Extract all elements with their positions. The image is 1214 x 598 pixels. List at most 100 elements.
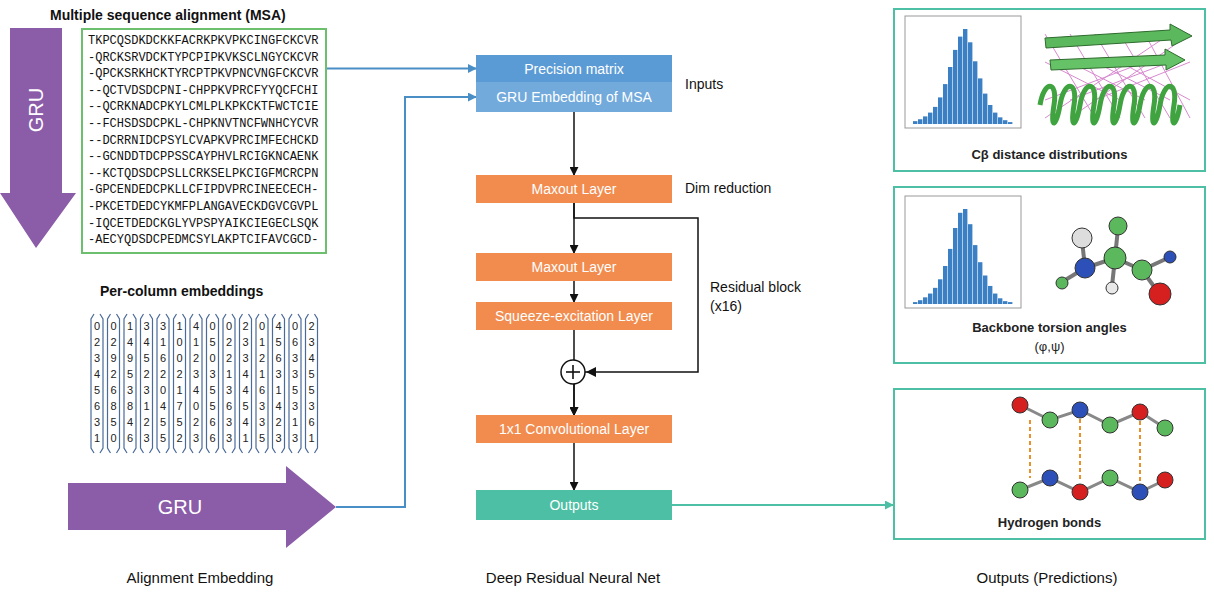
histogram-bar xyxy=(913,121,917,124)
bracket xyxy=(216,314,219,453)
output-box: Outputs xyxy=(476,490,672,520)
connector xyxy=(573,112,575,175)
histogram-bar xyxy=(983,276,987,305)
histogram-bar xyxy=(958,213,962,304)
bracket xyxy=(289,314,292,453)
node-label: GRU xyxy=(25,88,48,132)
bracket xyxy=(249,314,252,453)
histogram-bar xyxy=(973,61,977,124)
annotation: Residual block (x16) xyxy=(710,278,814,316)
section-caption: Outputs (Predictions) xyxy=(977,569,1118,586)
histogram-bar xyxy=(953,228,957,304)
arrow-body xyxy=(0,28,76,248)
arrow-shape xyxy=(0,28,76,248)
gru-arrow: GRU xyxy=(68,466,336,548)
msa-box: TKPCQSDKDCKKFACRKPKVPKCINGFCKCVR-QRCKSRV… xyxy=(81,28,327,254)
bracket xyxy=(240,314,243,453)
embedding-column: 0 1 2 1 6 3 3 5 xyxy=(257,318,267,446)
node-label: GRU xyxy=(158,496,202,519)
connector xyxy=(336,97,476,507)
embedding-column: 0 5 0 3 5 5 6 6 xyxy=(208,318,218,446)
sequence-row: -QRCKSRVDCKTYPCPIPKVKSCLNGYCKCVR xyxy=(88,50,320,67)
bracket xyxy=(108,314,111,453)
backbone-molecule xyxy=(1056,217,1176,305)
annotation: Dim reduction xyxy=(685,180,771,196)
section-caption: Deep Residual Neural Net xyxy=(486,569,660,586)
histogram-bar xyxy=(938,97,942,124)
histogram-bar xyxy=(993,294,997,304)
panel-caption: Backbone torsion angles xyxy=(972,318,1127,337)
annotation: Inputs xyxy=(685,76,723,92)
embedding-column: 4 5 6 3 1 4 2 3 xyxy=(274,318,284,446)
histogram-bar xyxy=(993,113,997,124)
bracket xyxy=(256,314,259,453)
node-label: GRU Embedding of MSA xyxy=(496,89,652,105)
layer-box: 1x1 Convolutional Layer xyxy=(476,415,672,443)
sequence-row: -GPCENDEDCPKLLCFIPDVPRCINEECECH- xyxy=(88,182,320,199)
node-label: Maxout Layer xyxy=(532,259,617,275)
embedding-column: 3 4 5 2 3 1 2 3 xyxy=(142,318,152,446)
histogram-bar xyxy=(963,29,967,124)
bracket xyxy=(141,314,144,453)
output-panel: Backbone torsion angles(φ,ψ) xyxy=(893,186,1206,364)
sequence-row: --FCHSDSDCPKL-CHPKNVTNCFWNHCYCVR xyxy=(88,116,320,133)
plus-sign xyxy=(572,365,574,379)
sequence-row: -QPCKSRKHCKTYRCPTPKVPNCVNGFCKCVR xyxy=(88,66,320,83)
gru-arrow: GRU xyxy=(0,28,76,248)
protein-structure xyxy=(1040,24,1192,123)
helix-ribbon xyxy=(1040,86,1180,123)
histogram xyxy=(913,209,1012,304)
layer-box: Maxout Layer xyxy=(476,175,672,203)
histogram-bar xyxy=(933,288,937,304)
histogram xyxy=(913,29,1012,124)
embedding-column: 1 4 9 5 3 8 4 6 xyxy=(125,318,135,446)
embedding-column: 2 3 3 4 4 5 4 1 xyxy=(241,318,251,446)
histogram-bar xyxy=(948,249,952,304)
histogram-bar xyxy=(923,297,927,304)
bracket xyxy=(174,314,177,453)
histogram-bar xyxy=(968,42,972,124)
sequence-row: --KCTQDSDCPSLLCRKSELPKCIGFMCRCPN xyxy=(88,166,320,183)
bracket xyxy=(166,314,169,453)
histogram-bar xyxy=(933,107,937,124)
histogram-bar xyxy=(953,50,957,124)
panel-caption: Cβ distance distributions xyxy=(971,145,1127,164)
hydrogen-bond-picture xyxy=(1012,397,1173,500)
embedding-column: 0 2 9 2 6 8 5 0 xyxy=(109,318,119,446)
bracket xyxy=(232,314,235,453)
histogram-bar xyxy=(963,209,967,304)
column-brackets xyxy=(91,314,318,453)
sum-node xyxy=(561,360,585,384)
histogram-bar xyxy=(978,262,982,304)
histogram-bar xyxy=(1003,301,1007,304)
arrow-body xyxy=(68,466,336,548)
sequence-row: --DCRRNIDCPSYLCVAPKVPRCIMFECHCKD xyxy=(88,133,320,150)
histogram-bar xyxy=(968,224,972,304)
layer-box: Squeeze-excitation Layer xyxy=(476,302,672,330)
embedding-column: 3 1 6 2 0 4 5 5 xyxy=(158,318,168,446)
bracket xyxy=(315,314,318,453)
node-label: 1x1 Convolutional Layer xyxy=(499,421,649,437)
input-box: GRU Embedding of MSA xyxy=(476,82,672,112)
histogram-bar xyxy=(988,286,992,304)
sequence-row: TKPCQSDKDCKKFACRKPKVPKCINGFCKCVR xyxy=(88,33,320,50)
arrowhead xyxy=(586,367,596,377)
bracket xyxy=(265,314,268,453)
bracket xyxy=(273,314,276,453)
output-panel: Hydrogen bonds xyxy=(893,388,1206,540)
histogram-bar xyxy=(998,298,1002,304)
bracket xyxy=(223,314,226,453)
node-label: Squeeze-excitation Layer xyxy=(495,308,653,324)
embedding-column: 0 6 3 3 5 3 1 3 xyxy=(290,318,300,446)
bracket xyxy=(298,314,301,453)
bracket xyxy=(100,314,103,453)
bracket xyxy=(150,314,153,453)
panel-caption: Hydrogen bonds xyxy=(998,513,1101,532)
histogram-bar xyxy=(928,113,932,124)
sequence-row: --QCTVDSDCPNI-CHPPKVPRCFYYQCFCHI xyxy=(88,83,320,100)
histogram-bar xyxy=(938,279,942,304)
bracket xyxy=(91,314,94,453)
section-title: Multiple sequence alignment (MSA) xyxy=(50,7,286,23)
section-caption: Alignment Embedding xyxy=(127,569,274,586)
connector xyxy=(573,443,575,490)
